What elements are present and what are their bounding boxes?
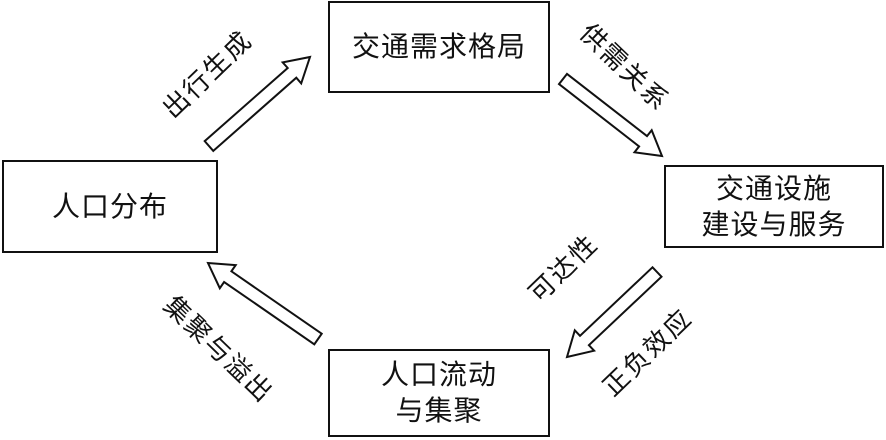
- node-transport-facilities-line1: 交通设施: [715, 171, 832, 205]
- node-population-flow: 人口流动 与集聚: [328, 349, 550, 437]
- node-traffic-demand-pattern-text: 交通需求格局: [351, 30, 526, 63]
- node-population-flow-line1: 人口流动: [380, 358, 497, 391]
- node-transport-facilities: 交通设施 建设与服务: [664, 165, 884, 248]
- arrow-flow-to-distribution: [206, 261, 324, 346]
- node-traffic-demand-pattern: 交通需求格局: [328, 1, 550, 93]
- node-population-distribution-text: 人口分布: [51, 189, 168, 223]
- arrow-facilities-to-flow: [565, 265, 663, 359]
- node-population-flow-line2: 与集聚: [395, 394, 483, 427]
- node-population-distribution: 人口分布: [2, 160, 218, 253]
- arrow-outgoing-to-demand: [203, 55, 312, 153]
- arrow-demand-to-facilities: [557, 72, 664, 158]
- node-transport-facilities-line2: 建设与服务: [701, 207, 847, 241]
